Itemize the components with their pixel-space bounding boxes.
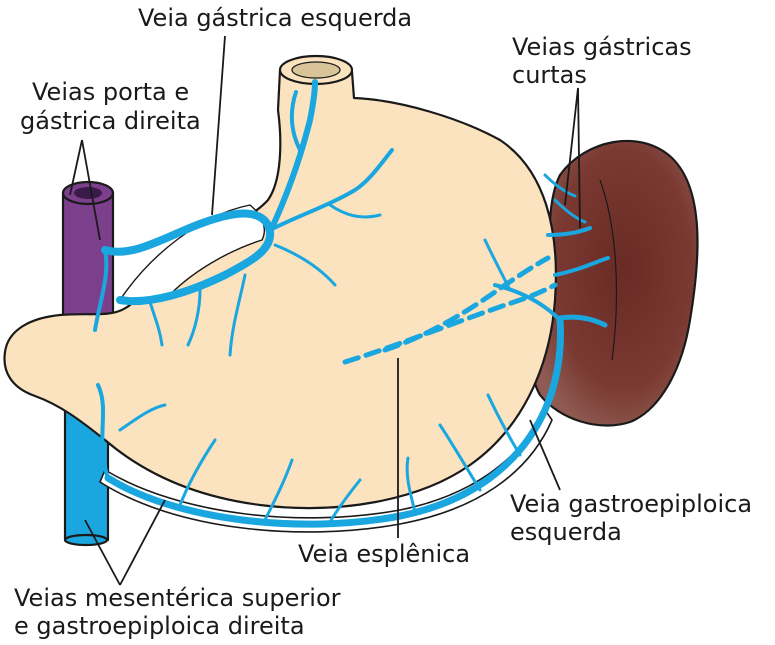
label-left-gastroepiploic-line2: esquerda — [510, 518, 622, 546]
label-splenic-vein: Veia esplênica — [298, 540, 470, 568]
label-mesenteric-line2: e gastroepiploica direita — [14, 612, 305, 640]
leader-left-gastric — [212, 36, 225, 215]
label-mesenteric-line1: Veias mesentérica superior — [14, 584, 341, 612]
leader-mesenteric-2 — [120, 500, 165, 585]
portal-vein-lumen — [74, 187, 102, 199]
label-left-gastroepiploic-line1: Veia gastroepiploica — [510, 490, 752, 518]
esophagus-lumen — [292, 62, 340, 78]
label-portal-veins-line2: gástrica direita — [20, 107, 201, 135]
superior-mesenteric-vein-end — [65, 535, 107, 545]
label-portal-veins-line1: Veias porta e — [32, 78, 189, 106]
label-short-gastric-veins-line1: Veias gástricas — [512, 33, 692, 61]
label-short-gastric-veins-line2: curtas — [512, 61, 587, 89]
label-left-gastric-vein: Veia gástrica esquerda — [138, 4, 412, 32]
